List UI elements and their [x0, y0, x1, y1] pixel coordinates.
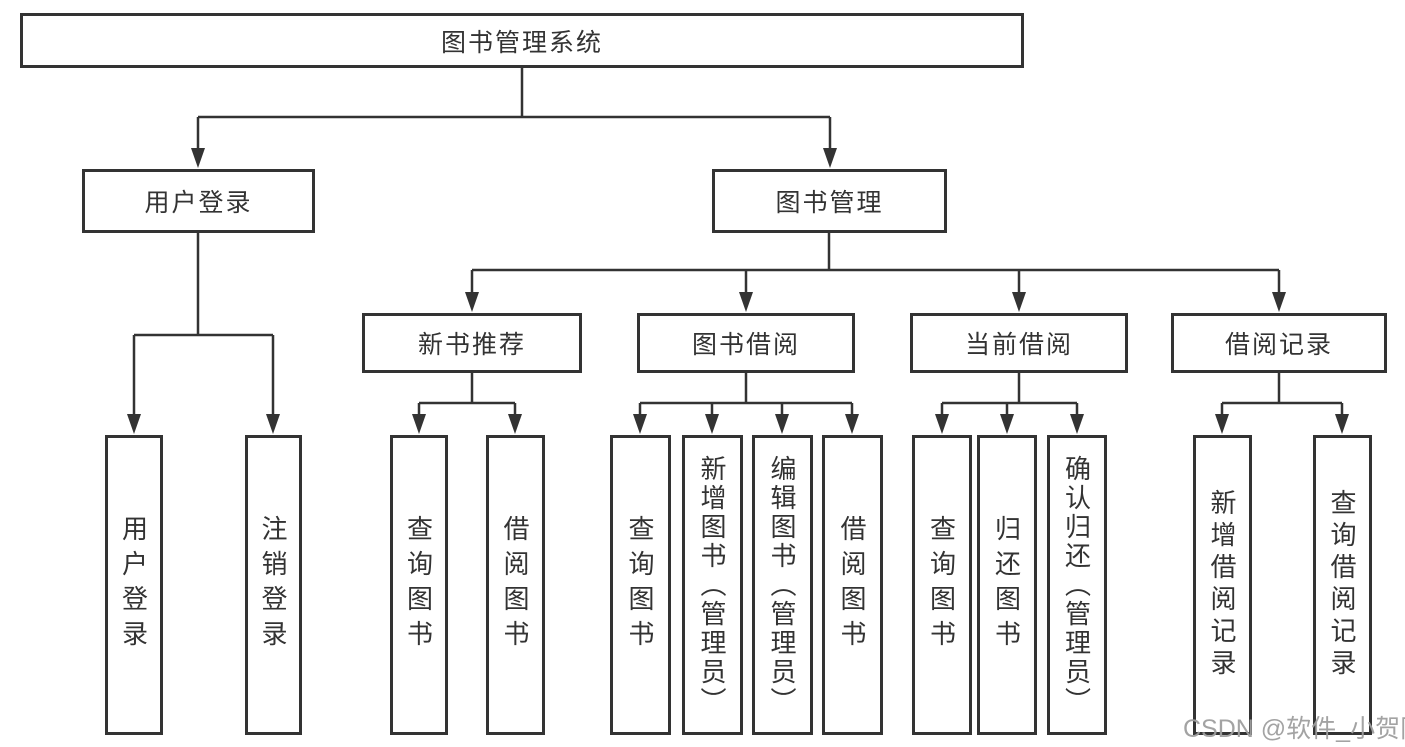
leaf-recommend-query-books: 查询图书: [390, 435, 448, 735]
leaf-record-add-record-label: 新增借阅记录: [1207, 489, 1237, 681]
leaf-current-confirm-return-admin: 确认归还（管理员）: [1047, 435, 1107, 735]
leaf-user-login: 用户登录: [105, 435, 163, 735]
leaf-current-return-books-label: 归还图书: [991, 515, 1022, 655]
node-library-management-system: 图书管理系统: [20, 13, 1024, 68]
node-user-login-label: 用户登录: [144, 189, 253, 217]
node-library-management-system-label: 图书管理系统: [440, 28, 603, 57]
node-book-borrow: 图书借阅: [637, 313, 855, 373]
leaf-current-confirm-return-admin-label: 确认归还（管理员）: [1061, 454, 1092, 716]
leaf-record-query-record-label: 查询借阅记录: [1327, 489, 1357, 681]
leaf-recommend-query-books-label: 查询图书: [403, 515, 434, 655]
node-new-book-recommend: 新书推荐: [362, 313, 582, 373]
node-current-borrow-label: 当前借阅: [964, 331, 1073, 359]
node-book-management-label: 图书管理: [775, 189, 884, 217]
leaf-logout-label: 注销登录: [258, 515, 288, 655]
leaf-current-return-books: 归还图书: [977, 435, 1037, 735]
node-current-borrow: 当前借阅: [910, 313, 1128, 373]
arrowheads: [127, 148, 1349, 434]
leaf-logout: 注销登录: [245, 435, 302, 735]
leaf-borrow-query-books: 查询图书: [610, 435, 671, 735]
watermark: CSDN @软件_小贺同学: [1183, 715, 1405, 743]
leaf-current-query-books-label: 查询图书: [926, 515, 957, 655]
node-book-management: 图书管理: [712, 169, 947, 233]
leaf-borrow-add-books-admin: 新增图书（管理员）: [682, 435, 743, 735]
leaf-record-add-record: 新增借阅记录: [1193, 435, 1252, 735]
leaf-borrow-edit-books-admin: 编辑图书（管理员）: [752, 435, 813, 735]
leaf-recommend-borrow-books-label: 借阅图书: [500, 515, 530, 655]
leaf-user-login-label: 用户登录: [118, 515, 149, 655]
node-borrow-record-label: 借阅记录: [1224, 331, 1333, 359]
node-user-login: 用户登录: [82, 169, 315, 233]
leaf-current-query-books: 查询图书: [912, 435, 972, 735]
node-new-book-recommend-label: 新书推荐: [417, 331, 526, 359]
node-borrow-record: 借阅记录: [1171, 313, 1387, 373]
leaf-record-query-record: 查询借阅记录: [1313, 435, 1372, 735]
node-book-borrow-label: 图书借阅: [691, 331, 800, 359]
leaf-borrow-query-books-label: 查询图书: [625, 515, 655, 655]
leaf-borrow-edit-books-admin-label: 编辑图书（管理员）: [767, 454, 797, 716]
leaf-borrow-add-books-admin-label: 新增图书（管理员）: [697, 454, 727, 716]
leaf-recommend-borrow-books: 借阅图书: [486, 435, 545, 735]
leaf-borrow-borrow-books: 借阅图书: [822, 435, 883, 735]
leaf-borrow-borrow-books-label: 借阅图书: [837, 515, 867, 655]
